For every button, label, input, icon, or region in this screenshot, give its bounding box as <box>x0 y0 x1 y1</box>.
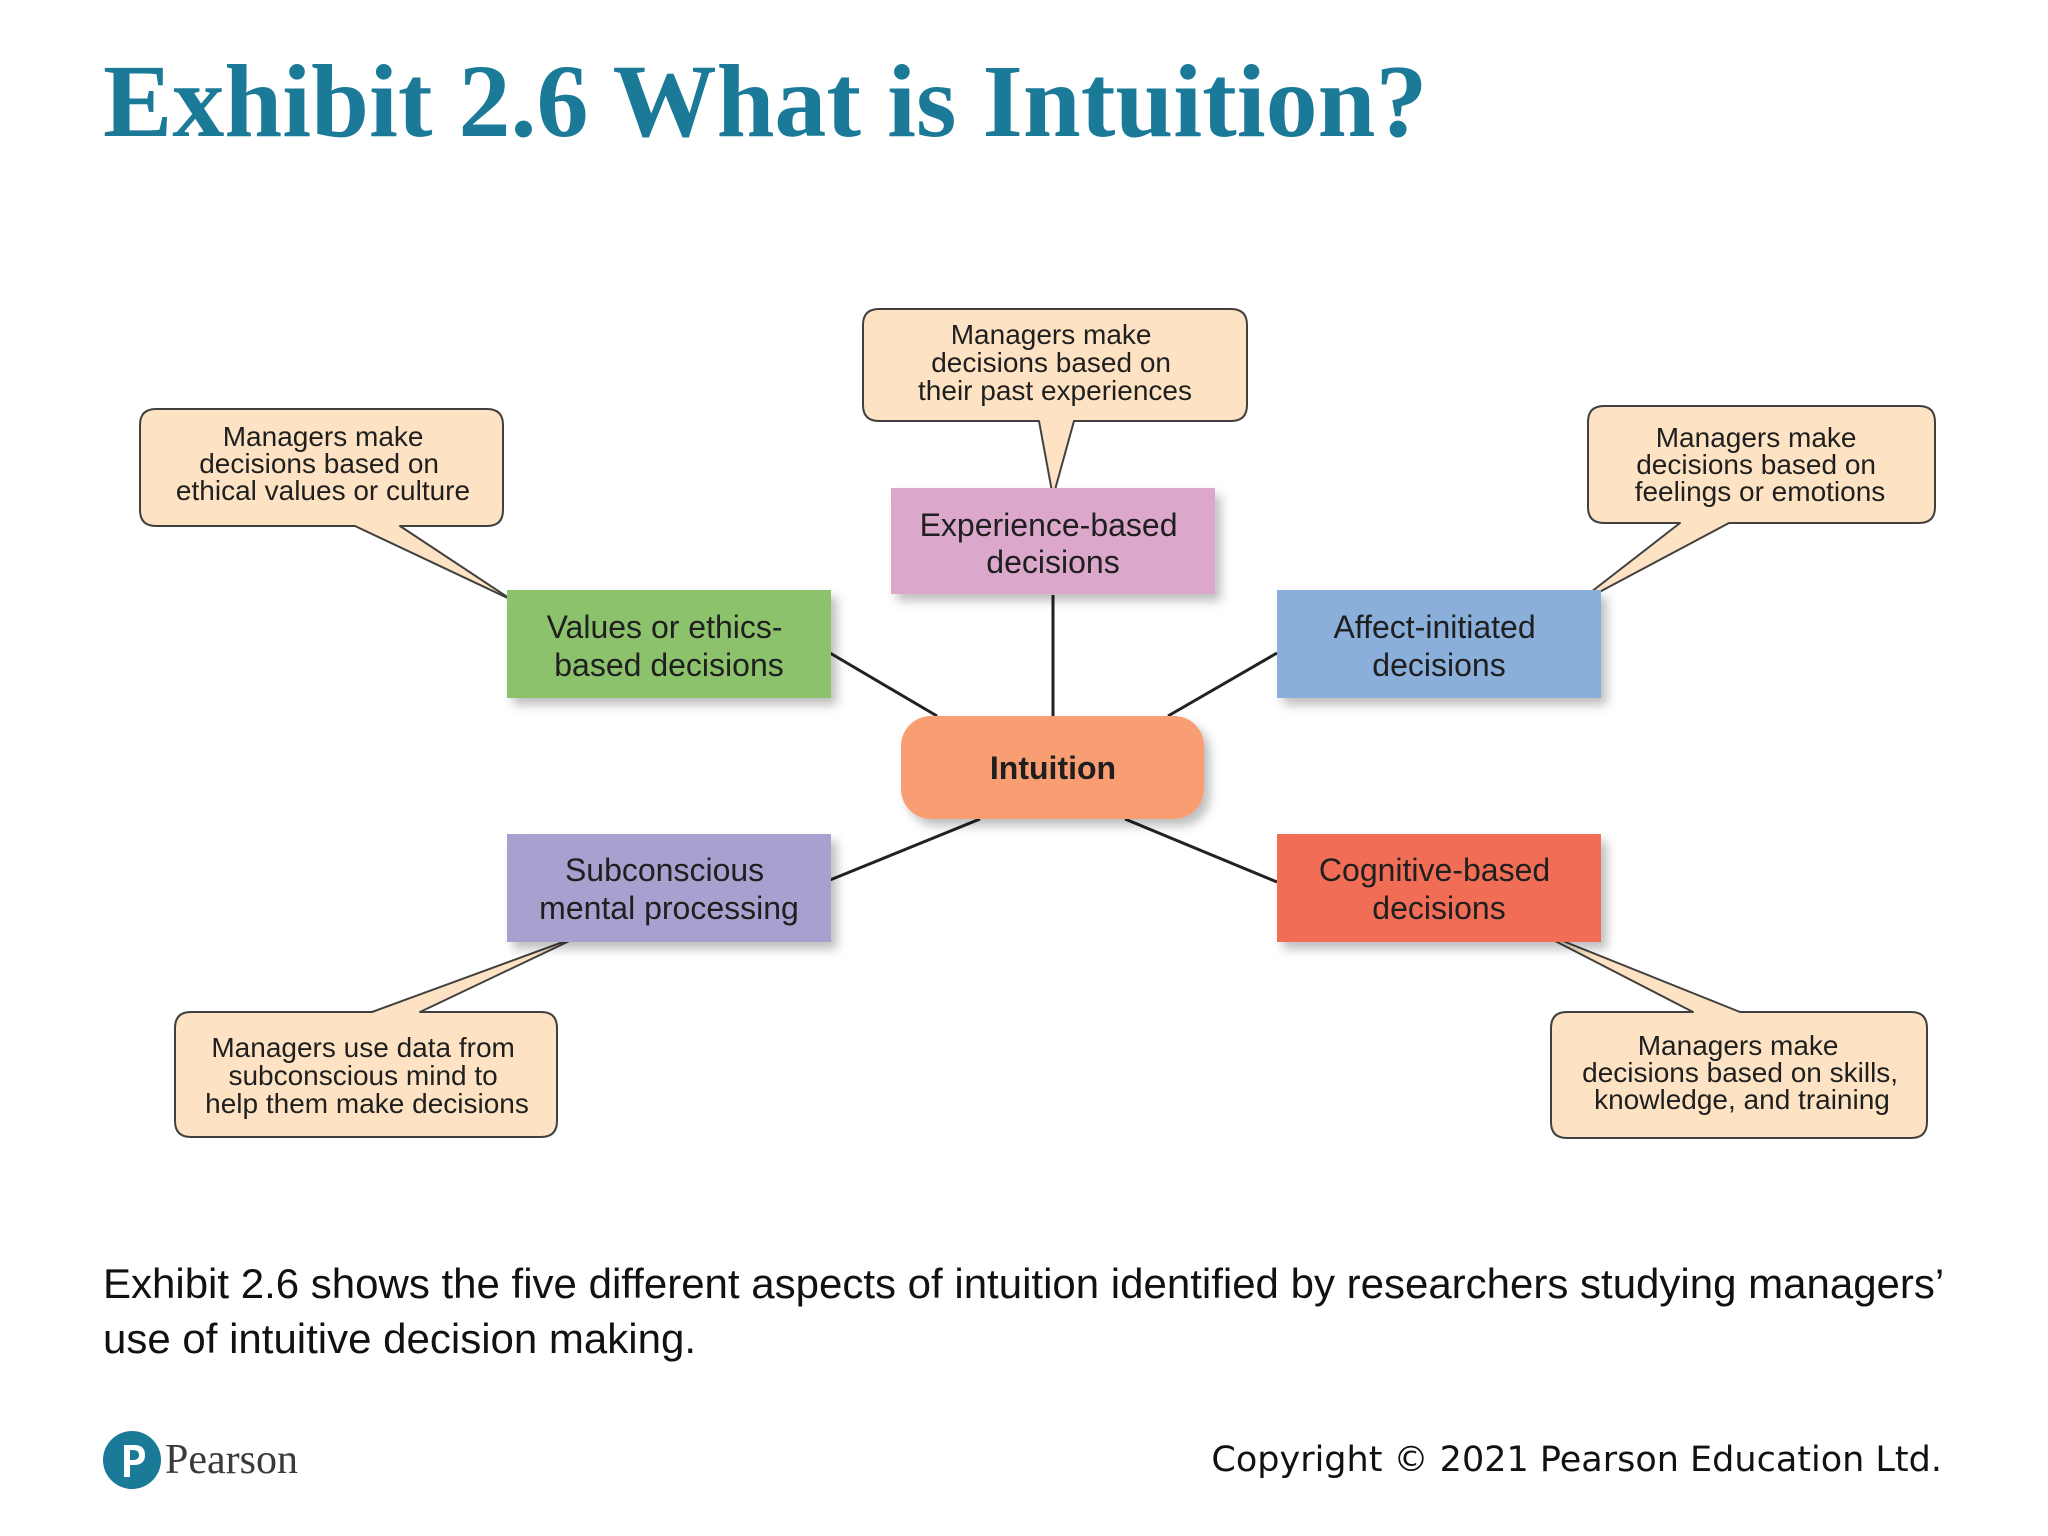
node-cognitive-line-2: decisions <box>1372 890 1505 926</box>
slide-caption: Exhibit 2.6 shows the five different asp… <box>103 1260 1943 1362</box>
node-experience: Experience-based decisions <box>891 488 1215 594</box>
bubble-values-line-3: ethical values or culture <box>176 475 470 506</box>
node-affect-box <box>1277 590 1601 698</box>
node-affect-text: Affect-initiated decisions <box>1333 609 1544 683</box>
bubble-values-line-1: Managers make <box>223 421 424 452</box>
node-cognitive-line-1: Cognitive-based <box>1319 852 1550 888</box>
bubble-values-shape <box>139 408 513 601</box>
node-affect-line-2: decisions <box>1372 647 1505 683</box>
bubble-values-text: Managers make decisions based on ethical… <box>176 421 470 506</box>
bubble-affect: Managers make decisions based on feeling… <box>1572 405 1936 607</box>
node-experience-box <box>891 488 1215 594</box>
node-subconscious-box <box>507 834 831 942</box>
node-cognitive: Cognitive-based decisions <box>1277 834 1601 942</box>
node-values-line-1: Values or ethics- <box>547 609 783 645</box>
bubble-affect-text: Managers make decisions based on feeling… <box>1635 422 1886 507</box>
bubble-cognitive-line-1: Managers make <box>1638 1030 1839 1061</box>
node-values-text: Values or ethics- based decisions <box>547 609 792 683</box>
bubble-cognitive-text: Managers make decisions based on skills,… <box>1582 1030 1906 1115</box>
pearson-logo: Pearson <box>103 1428 298 1492</box>
center-node: Intuition <box>901 716 1204 819</box>
bubble-experience-shape <box>862 308 1248 498</box>
bubble-cognitive: Managers make decisions based on skills,… <box>1527 926 1928 1139</box>
bubble-affect-line-1: Managers make <box>1656 422 1857 453</box>
bubble-subconscious-shape <box>174 934 583 1138</box>
connector-cognitive <box>1124 817 1278 884</box>
node-subconscious-line-2: mental processing <box>539 890 799 926</box>
bubble-subconscious-text: Managers use data from subconscious mind… <box>205 1032 529 1119</box>
bubble-values: Managers make decisions based on ethical… <box>139 408 513 601</box>
node-affect-line-1: Affect-initiated <box>1333 609 1535 645</box>
node-cognitive-box <box>1277 834 1601 942</box>
bubble-experience: Managers make decisions based on their p… <box>862 308 1248 498</box>
node-subconscious: Subconscious mental processing <box>507 834 831 942</box>
node-affect: Affect-initiated decisions <box>1277 590 1601 698</box>
bubble-affect-shape <box>1572 405 1936 607</box>
connector-subconscious <box>829 817 981 882</box>
copyright-notice: Copyright © 2021 Pearson Education Ltd. <box>1211 1440 1942 1480</box>
pearson-p-icon <box>103 1431 161 1489</box>
bubble-experience-line-2: decisions based on <box>931 347 1171 378</box>
bubble-affect-line-3: feelings or emotions <box>1635 476 1886 507</box>
center-node-box <box>901 716 1204 819</box>
node-subconscious-text: Subconscious mental processing <box>539 852 799 926</box>
page-title: Exhibit 2.6 What is Intuition? <box>103 44 1428 159</box>
node-experience-text: Experience-based decisions <box>920 507 1187 580</box>
connector-values <box>829 651 938 718</box>
bubble-subconscious-line-3: help them make decisions <box>205 1088 529 1119</box>
bubble-cognitive-line-3: knowledge, and training <box>1594 1084 1890 1115</box>
bubble-subconscious: Managers use data from subconscious mind… <box>174 934 583 1138</box>
connector-lines <box>829 595 1278 884</box>
center-node-label: Intuition <box>990 750 1116 786</box>
bubble-values-line-2: decisions based on <box>199 448 439 479</box>
bubble-experience-line-1: Managers make <box>951 319 1152 350</box>
connector-affect <box>1167 651 1278 718</box>
bubble-affect-line-2: decisions based on <box>1636 449 1876 480</box>
node-values-line-2: based decisions <box>554 647 783 683</box>
node-values: Values or ethics- based decisions <box>507 590 831 698</box>
bubble-subconscious-line-2: subconscious mind to <box>228 1060 497 1091</box>
bubble-experience-text: Managers make decisions based on their p… <box>918 319 1192 406</box>
bubble-experience-line-3: their past experiences <box>918 375 1192 406</box>
node-experience-line-1: Experience-based <box>920 507 1178 543</box>
pearson-wordmark: Pearson <box>165 1437 298 1483</box>
bubble-cognitive-line-2: decisions based on skills, <box>1582 1057 1898 1088</box>
node-cognitive-text: Cognitive-based decisions <box>1319 852 1559 926</box>
bubble-subconscious-line-1: Managers use data from <box>211 1032 515 1063</box>
node-subconscious-line-1: Subconscious <box>565 852 764 888</box>
node-values-box <box>507 590 831 698</box>
node-experience-line-2: decisions <box>986 544 1119 580</box>
bubble-cognitive-shape <box>1527 926 1928 1139</box>
